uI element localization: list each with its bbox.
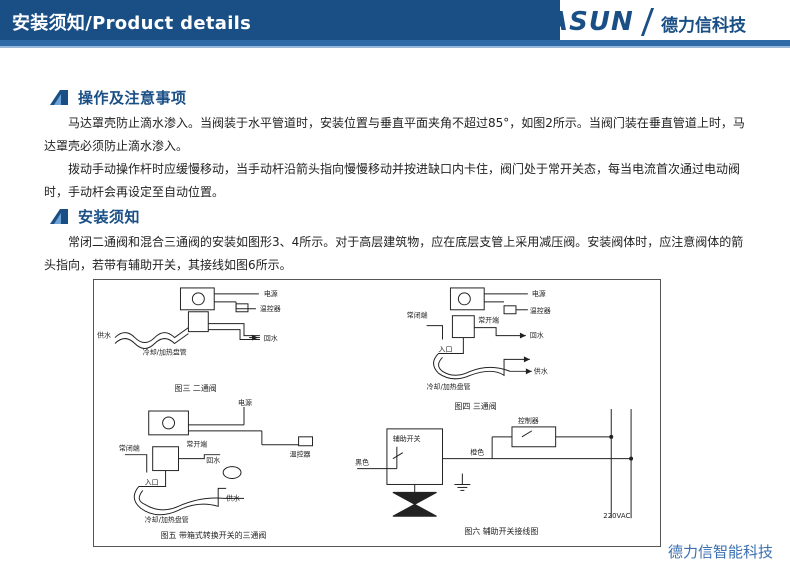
fig5-label-no: 常开端 bbox=[186, 440, 207, 449]
section-heading-operation: 操作及注意事项 bbox=[48, 86, 187, 108]
fig4-motor-icon bbox=[457, 292, 471, 306]
fig5-three-way-with-switch bbox=[124, 407, 313, 516]
fig3-label-thermostat: 温控器 bbox=[260, 304, 281, 313]
fig6-label-black: 黑色 bbox=[355, 458, 369, 467]
fig5-label-coil: 冷却/加热盘管 bbox=[145, 515, 189, 524]
fig5-label-return: 回水 bbox=[206, 456, 220, 465]
fig4-valve-body bbox=[451, 315, 475, 339]
fig4-label-inlet: 入口 bbox=[439, 345, 453, 353]
diagram-canvas: 电源 温控器 供水 回水 冷却/加热盘管 图三 二通阀 电源 温控器 常闭端 常… bbox=[97, 287, 634, 540]
fig3-two-way-valve bbox=[114, 287, 260, 349]
install-paragraph: 常闭二通阀和混合三通阀的安装如图形3、4所示。对于高层建筑物，应在底层支管上采用… bbox=[44, 235, 744, 272]
fig3-motor-icon bbox=[191, 292, 205, 306]
header-title-bar: 安装须知/Product details bbox=[0, 0, 560, 40]
fig6-label-orange: 橙色 bbox=[470, 448, 484, 457]
fig6-label-voltage: 220VAC bbox=[603, 512, 630, 520]
fig5-thermostat-icon bbox=[298, 436, 313, 447]
section-bullet-icon bbox=[50, 90, 68, 105]
fig5-valve-body bbox=[152, 446, 179, 472]
header-underline-light bbox=[0, 46, 790, 48]
fig6-aux-switch-box bbox=[386, 428, 444, 485]
company-name: 德力信科技 bbox=[661, 16, 746, 36]
fig4-label-nc: 常闭端 bbox=[407, 311, 428, 320]
fig3-caption: 图三 二通阀 bbox=[175, 383, 217, 393]
fig3-actuator-box bbox=[179, 287, 215, 311]
section-title: 安装须知 bbox=[78, 207, 141, 226]
fig6-caption: 图六 辅助开关接线图 bbox=[464, 526, 538, 536]
page-header: 安装须知/Product details ASUN 德力信科技 bbox=[0, 0, 790, 48]
fig4-thermostat-icon bbox=[503, 305, 517, 315]
fig4-actuator-box bbox=[449, 287, 485, 311]
fig6-label-aux: 辅助开关 bbox=[393, 434, 421, 443]
fig4-label-return: 回水 bbox=[530, 331, 544, 340]
operation-paragraph-2: 拨动手动操作杆时应缓慢移动，当手动杆沿箭头指向慢慢移动并按进缺口内卡住，阀门处于… bbox=[44, 162, 741, 199]
fig5-label-thermostat: 温控器 bbox=[290, 450, 311, 459]
asun-logo: ASUN bbox=[548, 7, 634, 37]
fig3-label-return: 回水 bbox=[264, 334, 278, 343]
fig4-label-power: 电源 bbox=[532, 289, 546, 298]
fig6-aux-switch-wiring bbox=[357, 409, 634, 519]
fig5-actuator-box bbox=[148, 410, 189, 436]
fig3-label-coil: 冷却/加热盘管 bbox=[143, 347, 187, 356]
fig5-label-inlet: 入口 bbox=[145, 478, 159, 486]
fig4-label-no: 常开端 bbox=[478, 316, 499, 325]
header-underline bbox=[0, 40, 790, 46]
fig5-pump-icon bbox=[222, 466, 242, 480]
fig3-label-supply: 供水 bbox=[97, 331, 111, 340]
fig3-thermostat-icon bbox=[235, 303, 249, 313]
section-title: 操作及注意事项 bbox=[78, 88, 187, 107]
installation-diagram: 电源 温控器 供水 回水 冷却/加热盘管 图三 二通阀 电源 温控器 常闭端 常… bbox=[93, 279, 661, 547]
section-bullet-icon bbox=[50, 209, 68, 224]
header-brand-area bbox=[560, 0, 790, 40]
fig5-label-nc: 常闭端 bbox=[119, 444, 140, 453]
section-heading-install: 安装须知 bbox=[48, 205, 140, 227]
operation-paragraph-1: 马达罩壳防止滴水渗入。当阀装于水平管道时，安装位置与垂直平面夹角不超过85°，如… bbox=[44, 116, 745, 153]
fig4-three-way-valve bbox=[426, 287, 532, 380]
fig3-label-power: 电源 bbox=[264, 289, 278, 298]
fig4-caption: 图四 三通阀 bbox=[454, 401, 496, 411]
fig6-label-controller: 控制器 bbox=[518, 416, 539, 425]
fig6-controller-box bbox=[511, 426, 557, 448]
fig5-motor-icon bbox=[162, 416, 176, 430]
fig5-caption: 图五 带箱式转换开关的三通阀 bbox=[161, 530, 267, 540]
page-title: 安装须知/Product details bbox=[12, 13, 252, 34]
fig4-label-supply: 供水 bbox=[534, 366, 548, 375]
fig5-label-supply: 供水 bbox=[226, 493, 240, 502]
fig4-label-thermostat: 温控器 bbox=[530, 306, 551, 315]
fig3-valve-body bbox=[187, 311, 209, 333]
fig5-label-power: 电源 bbox=[238, 398, 252, 407]
fig4-label-coil: 冷却/加热盘管 bbox=[427, 382, 471, 391]
footer-brand: 德力信智能科技 bbox=[668, 543, 774, 561]
